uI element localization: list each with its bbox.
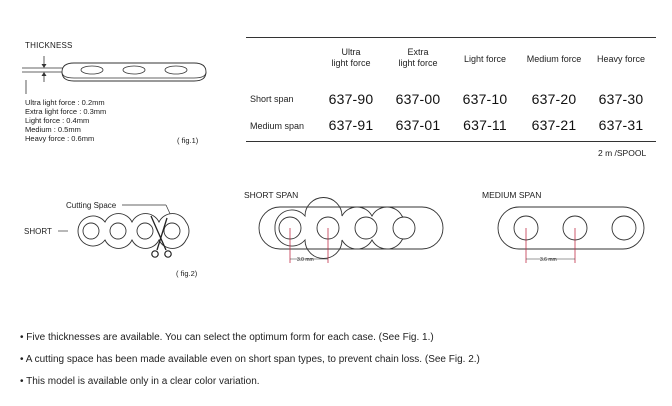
code-cell: 637-30 xyxy=(598,91,644,107)
note-cutting-space: • A cutting space has been made availabl… xyxy=(20,354,480,365)
col-header-heavy: Heavy force xyxy=(596,54,646,64)
code-cell: 637-31 xyxy=(598,117,644,133)
fig2-diagram: Cutting Space SHORT ( fig.2) xyxy=(24,201,198,278)
thickness-item: Ultra light force : 0.2mm xyxy=(25,98,105,107)
thickness-item: Extra light force : 0.3mm xyxy=(25,107,107,116)
table-bottom-rule xyxy=(246,141,656,142)
medium-span-diagram: MEDIUM SPAN 3.6 mm xyxy=(482,190,645,263)
code-cell: 637-90 xyxy=(328,91,374,107)
code-cell: 637-00 xyxy=(395,91,441,107)
code-cell: 637-01 xyxy=(395,117,441,133)
thickness-item: Medium : 0.5mm xyxy=(25,125,81,134)
thickness-diagram xyxy=(22,56,207,94)
note-thicknesses: • Five thicknesses are available. You ca… xyxy=(20,332,434,343)
thickness-list: Ultra light force : 0.2mm Extra light fo… xyxy=(25,98,106,143)
short-span-diagram: SHORT SPAN 3.0 mm xyxy=(244,190,444,263)
thickness-item: Light force : 0.4mm xyxy=(25,116,90,125)
medium-span-dimension: 3.6 mm xyxy=(540,257,557,263)
short-label: SHORT xyxy=(24,227,52,236)
scissors-icon xyxy=(150,215,172,258)
code-cell: 637-21 xyxy=(531,117,577,133)
cutting-space-label: Cutting Space xyxy=(66,201,117,210)
medium-span-title: MEDIUM SPAN xyxy=(482,190,541,200)
row-label-short-span: Short span xyxy=(250,94,294,104)
col-header-light: Light force xyxy=(463,54,507,64)
thickness-title: THICKNESS xyxy=(25,41,73,50)
spool-note: 2 m /SPOOL xyxy=(598,148,647,158)
col-header-medium: Medium force xyxy=(526,54,582,64)
thickness-item: Heavy force : 0.6mm xyxy=(25,134,95,143)
code-cell: 637-91 xyxy=(328,117,374,133)
code-cell: 637-20 xyxy=(531,91,577,107)
row-label-medium-span: Medium span xyxy=(250,121,305,131)
code-cell: 637-11 xyxy=(463,117,507,133)
short-span-dimension: 3.0 mm xyxy=(297,257,314,263)
fig1-caption: ( fig.1) xyxy=(177,136,199,145)
fig2-caption: ( fig.2) xyxy=(176,269,198,278)
code-cell: 637-10 xyxy=(462,91,508,107)
note-clear-color: • This model is available only in a clea… xyxy=(20,376,260,387)
table-top-rule xyxy=(246,37,656,38)
short-span-title: SHORT SPAN xyxy=(244,190,298,200)
